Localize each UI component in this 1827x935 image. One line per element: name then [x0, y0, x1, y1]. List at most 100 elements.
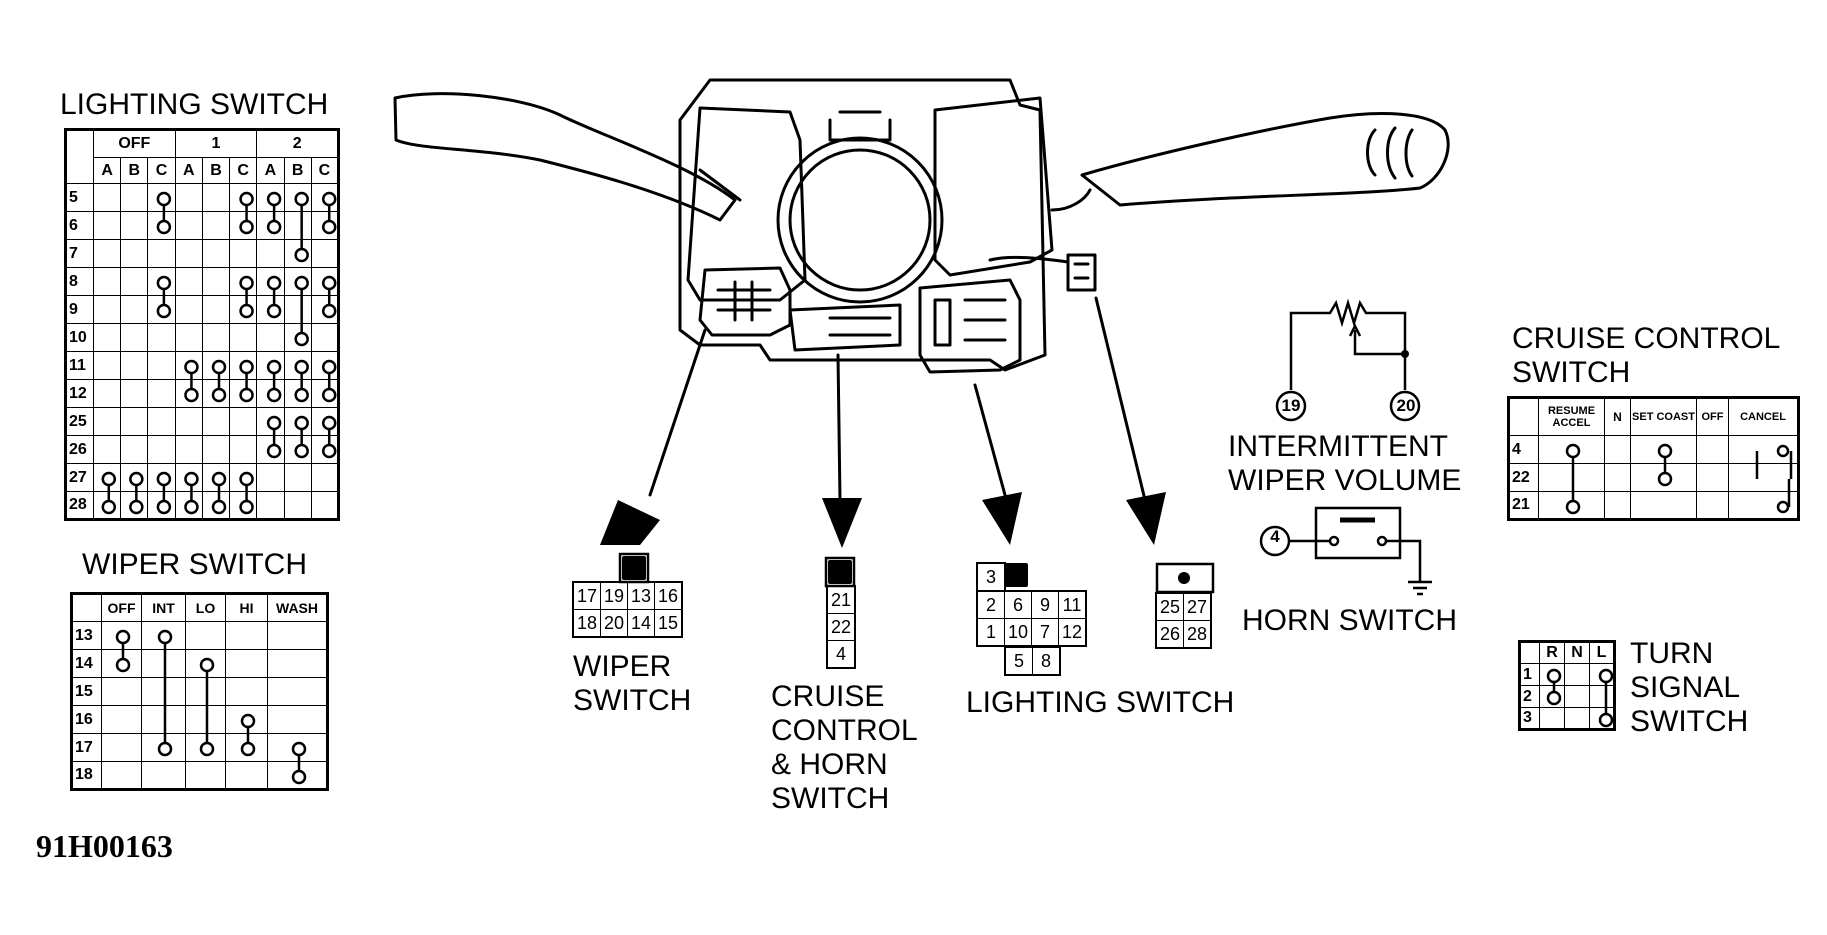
connector-pin: 10 — [1004, 618, 1032, 647]
label-line: CRUISE — [771, 680, 885, 713]
connector-pin: 28 — [1183, 620, 1212, 649]
horn-terminal-4: 4 — [1270, 527, 1280, 546]
connector-pin: 18 — [572, 609, 601, 638]
small-connector: 25 27 26 28 — [1155, 592, 1212, 649]
label-line: & HORN — [771, 748, 888, 781]
cruise-control-title: CRUISE CONTROL SWITCH — [1512, 322, 1780, 390]
column-header: OFF — [1696, 397, 1729, 436]
connector-pin: 16 — [654, 581, 683, 610]
arrowhead-cruise — [822, 498, 862, 548]
arrow-wiper — [648, 328, 707, 497]
switch-housing — [678, 78, 1047, 372]
arrowhead-small — [1126, 492, 1166, 545]
position-1: 1 — [174, 129, 258, 158]
sub-column: B — [120, 157, 149, 184]
connector-pin: 19 — [600, 581, 628, 610]
connector-pin: 27 — [1183, 592, 1212, 621]
sub-column: C — [229, 157, 258, 184]
small-connector-dot — [1178, 572, 1190, 584]
column-header: LO — [185, 593, 226, 622]
column-header: N — [1604, 397, 1631, 436]
column-header: CANCEL — [1728, 397, 1799, 436]
label-line: CONTROL — [771, 714, 918, 747]
terminal-row-label: 10 — [65, 323, 94, 352]
terminal-row-label: 6 — [65, 211, 94, 240]
wiper-switch-title: WIPER SWITCH — [82, 548, 307, 581]
title-line: CRUISE CONTROL — [1512, 322, 1781, 355]
arrowhead-wiper — [600, 500, 660, 545]
intermittent-wiper-label: INTERMITTENT WIPER VOLUME — [1228, 430, 1461, 498]
terminal-row-label: 2 — [1519, 685, 1540, 708]
column-header: WASH — [267, 593, 328, 622]
position-off: OFF — [93, 129, 176, 158]
terminal-row-label: 13 — [71, 621, 102, 650]
left-lever — [393, 92, 737, 222]
cruise-control-table: RESUME ACCEL N SET COAST OFF CANCEL 4 22… — [1507, 396, 1800, 521]
sub-column: B — [283, 157, 312, 184]
terminal-row-label: 22 — [1508, 463, 1539, 492]
label-line: WIPER VOLUME — [1228, 464, 1462, 497]
column-header: N — [1564, 641, 1590, 664]
connector-pin: 7 — [1031, 618, 1059, 647]
title-line: SWITCH — [1630, 705, 1749, 738]
label-line: SWITCH — [771, 782, 890, 815]
terminal-row-label: 12 — [65, 379, 94, 408]
terminal-row-label: 9 — [65, 295, 94, 324]
terminal-row-label: 7 — [65, 239, 94, 268]
connector-pin: 17 — [572, 581, 601, 610]
right-lever — [1080, 112, 1450, 207]
cruise-horn-connector: 21 22 4 — [826, 585, 856, 669]
terminal-row-label: 8 — [65, 267, 94, 296]
terminal-row-label: 5 — [65, 183, 94, 212]
connector-pin: 15 — [654, 609, 683, 638]
turn-signal-title: TURN SIGNAL SWITCH — [1630, 637, 1748, 739]
connector-pin: 9 — [1031, 590, 1059, 619]
connector-pin: 5 — [1004, 646, 1033, 676]
wiper-switch-table: OFF INT LO HI WASH 13 14 15 16 17 18 — [70, 592, 329, 791]
terminal-row-label: 18 — [71, 761, 102, 790]
sub-column: A — [174, 157, 203, 184]
label-line: INTERMITTENT — [1228, 430, 1448, 463]
cruise-connector-label: CRUISE CONTROL & HORN SWITCH — [771, 680, 918, 816]
wiper-connector-label: WIPER SWITCH — [573, 650, 691, 718]
connector-pin: 14 — [627, 609, 655, 638]
position-2: 2 — [256, 129, 339, 158]
sub-column: A — [256, 157, 285, 184]
connector-pin: 8 — [1032, 646, 1061, 676]
connector-pin: 2 — [976, 590, 1005, 619]
connector-pin: 13 — [627, 581, 655, 610]
diagram-code: 91H00163 — [36, 828, 173, 864]
terminal-row-label: 3 — [1519, 707, 1540, 730]
terminal-row-label: 15 — [71, 677, 102, 706]
terminal-row-label: 26 — [65, 435, 94, 464]
terminal-row-label: 14 — [71, 649, 102, 678]
terminal-row-label: 1 — [1519, 663, 1540, 686]
terminal-20: 20 — [1396, 396, 1416, 415]
connector-pin: 12 — [1058, 618, 1087, 647]
table-corner — [71, 593, 102, 622]
sub-column: C — [147, 157, 176, 184]
terminal-row-label: 27 — [65, 463, 94, 492]
terminal-row-label: 11 — [65, 351, 94, 380]
terminal-row-label: 25 — [65, 407, 94, 436]
column-header: R — [1539, 641, 1565, 664]
table-corner — [1508, 397, 1539, 436]
sub-column: A — [92, 157, 122, 184]
terminal-row-label: 28 — [65, 491, 94, 520]
lighting-switch-title: LIGHTING SWITCH — [60, 88, 329, 121]
connector-pin: 6 — [1004, 590, 1032, 619]
table-corner — [1519, 641, 1540, 664]
cruise-connector-key — [828, 560, 852, 584]
connector-pin: 22 — [826, 613, 856, 641]
terminal-19: 19 — [1281, 396, 1301, 415]
lighting-connector: 3 2 6 9 11 1 10 7 12 5 8 — [976, 562, 1098, 676]
label-line: WIPER — [573, 650, 672, 683]
column-header: INT — [141, 593, 186, 622]
terminal-row-label: 16 — [71, 705, 102, 734]
wiper-connector: 17 19 13 16 18 20 14 15 — [572, 581, 683, 638]
turn-signal-table: R N L 1 2 3 — [1518, 640, 1616, 731]
sub-column: C — [310, 157, 340, 184]
connector-pin: 4 — [826, 640, 856, 669]
title-line: SIGNAL — [1630, 671, 1741, 704]
table-corner — [65, 129, 94, 184]
